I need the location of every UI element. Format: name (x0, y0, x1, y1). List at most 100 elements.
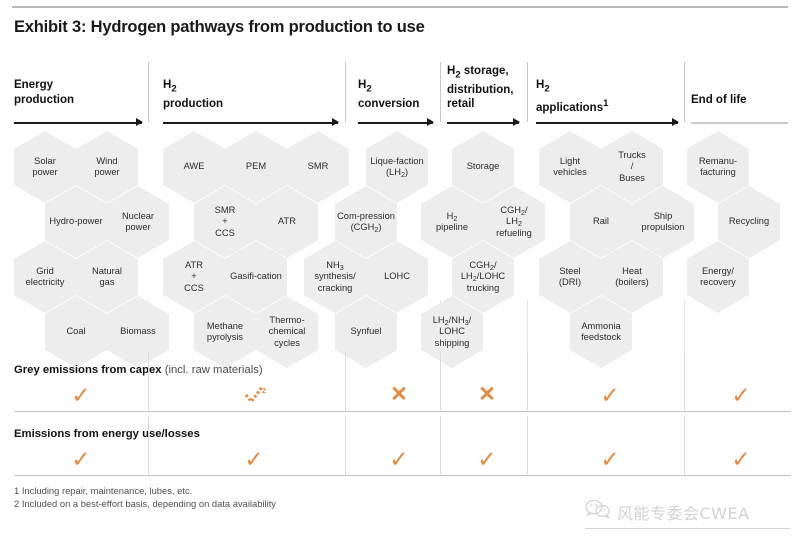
column-header-line: applications1 (536, 97, 609, 114)
column-header-line: End of life (691, 94, 747, 106)
column-header-line: production (163, 97, 224, 110)
column-header-energy-production: Energy production (14, 78, 74, 107)
metric-mark-emissions-energy-use-col5: ✓ (600, 446, 620, 472)
column-header-line: retail (447, 98, 475, 111)
watermark-text: 风能专委会CWEA (617, 503, 750, 523)
column-arrow-end-of-life (691, 118, 788, 127)
metric-mark-grey-emissions-capex-col1: ✓ (71, 382, 91, 408)
hexagon-label: SMR+CCS (214, 204, 236, 238)
metric-mark-grey-emissions-capex-col6: ✓ (731, 382, 751, 408)
hexagon-label: Steel(DRI) (558, 265, 582, 287)
metric-mark-emissions-energy-use-col1: ✓ (71, 446, 91, 472)
hexagon-label: Gasifi-cation (230, 271, 282, 282)
column-header-h2-production: H2 production (163, 78, 223, 111)
footnote-2: 2 Included on a best-effort basis, depen… (14, 498, 276, 509)
column-arrow-h2-applications (536, 118, 679, 127)
metric-cell-divider-4 (527, 416, 528, 475)
hexagon-label: ATR (278, 216, 296, 227)
hexagon-h2-conversion-0[interactable]: Lique-faction(LH2) (366, 131, 428, 203)
metric-cell-divider-5 (684, 352, 685, 411)
watermark: 风能专委会CWEA (585, 495, 790, 529)
metric-rule-grey-emissions-capex (14, 411, 791, 412)
hexagon-label: AWE (183, 161, 205, 172)
hexagon-label: Rail (592, 216, 609, 227)
hexagon-label: Synfuel (350, 326, 382, 337)
column-divider-h2-conversion (440, 62, 441, 122)
hexagon-label: Coal (66, 326, 86, 337)
metric-label-emissions-energy-use: Emissions from energy use/losses (14, 428, 200, 440)
top-divider (12, 6, 788, 8)
column-header-line: H2 (163, 79, 177, 95)
metric-cell-divider-1 (148, 416, 149, 475)
hexagon-label: SMR (307, 161, 329, 172)
hexagon-h2-conversion-3[interactable]: LOHC (366, 241, 428, 313)
hexagon-label: Storage (466, 161, 500, 172)
metric-label-bold: Emissions from energy use/losses (14, 428, 200, 440)
hexagon-h2-storage-0[interactable]: Storage (452, 131, 514, 203)
hexagon-label: Lique-faction(LH2) (370, 155, 424, 179)
column-divider-energy-production (148, 62, 149, 122)
column-arrow-h2-production (163, 118, 339, 127)
hexagon-label: Energy/recovery (700, 265, 736, 287)
column-header-line: conversion (358, 97, 420, 110)
column-divider-lower-h2-storage (527, 300, 528, 362)
wechat-icon (585, 499, 611, 524)
column-divider-h2-production (345, 62, 346, 122)
hexagon-label: Com-pression(CGH2) (337, 210, 395, 234)
metric-mark-emissions-energy-use-col2: ✓ (244, 446, 264, 472)
column-header-line: distribution, (447, 83, 514, 96)
metric-mark-emissions-energy-use-col3: ✓ (389, 446, 409, 472)
hexagon-label: PEM (245, 161, 267, 172)
column-arrow-h2-conversion (358, 118, 434, 127)
hexagon-h2-conversion-1[interactable]: Com-pression(CGH2) (335, 186, 397, 258)
hexagon-label: Biomass (120, 326, 156, 337)
hexagon-label: ATR+CCS (184, 259, 204, 293)
hexagon-label: LOHC (384, 271, 410, 282)
column-header-line: Energy (14, 79, 53, 91)
page-title: Exhibit 3: Hydrogen pathways from produc… (14, 18, 425, 36)
column-header-line: H2 storage, (447, 65, 509, 81)
column-header-line: production (14, 93, 75, 106)
metric-cell-divider-1 (148, 352, 149, 411)
metric-rule-emissions-energy-use (14, 475, 791, 476)
hexagon-label: Remanu-facturing (698, 155, 738, 177)
column-arrow-energy-production (14, 118, 143, 127)
hexagon-h2-production-2[interactable]: SMR (287, 131, 349, 203)
metric-label-grey-emissions-capex: Grey emissions from capex (incl. raw mat… (14, 364, 263, 376)
metric-cell-divider-3 (440, 352, 441, 411)
metric-footnote-marker: 2 (261, 386, 266, 395)
metric-cell-divider-3 (440, 416, 441, 475)
metric-mark-grey-emissions-capex-col4: ✕ (478, 383, 496, 406)
column-header-h2-storage: H2 storage, distribution, retail (447, 64, 513, 112)
hexagon-h2-production-4[interactable]: ATR (256, 186, 318, 258)
hexagon-label: Recycling (728, 216, 770, 227)
metric-mark-grey-emissions-capex-col5: ✓ (600, 382, 620, 408)
hexagon-label: Trucks/Buses (618, 149, 646, 183)
